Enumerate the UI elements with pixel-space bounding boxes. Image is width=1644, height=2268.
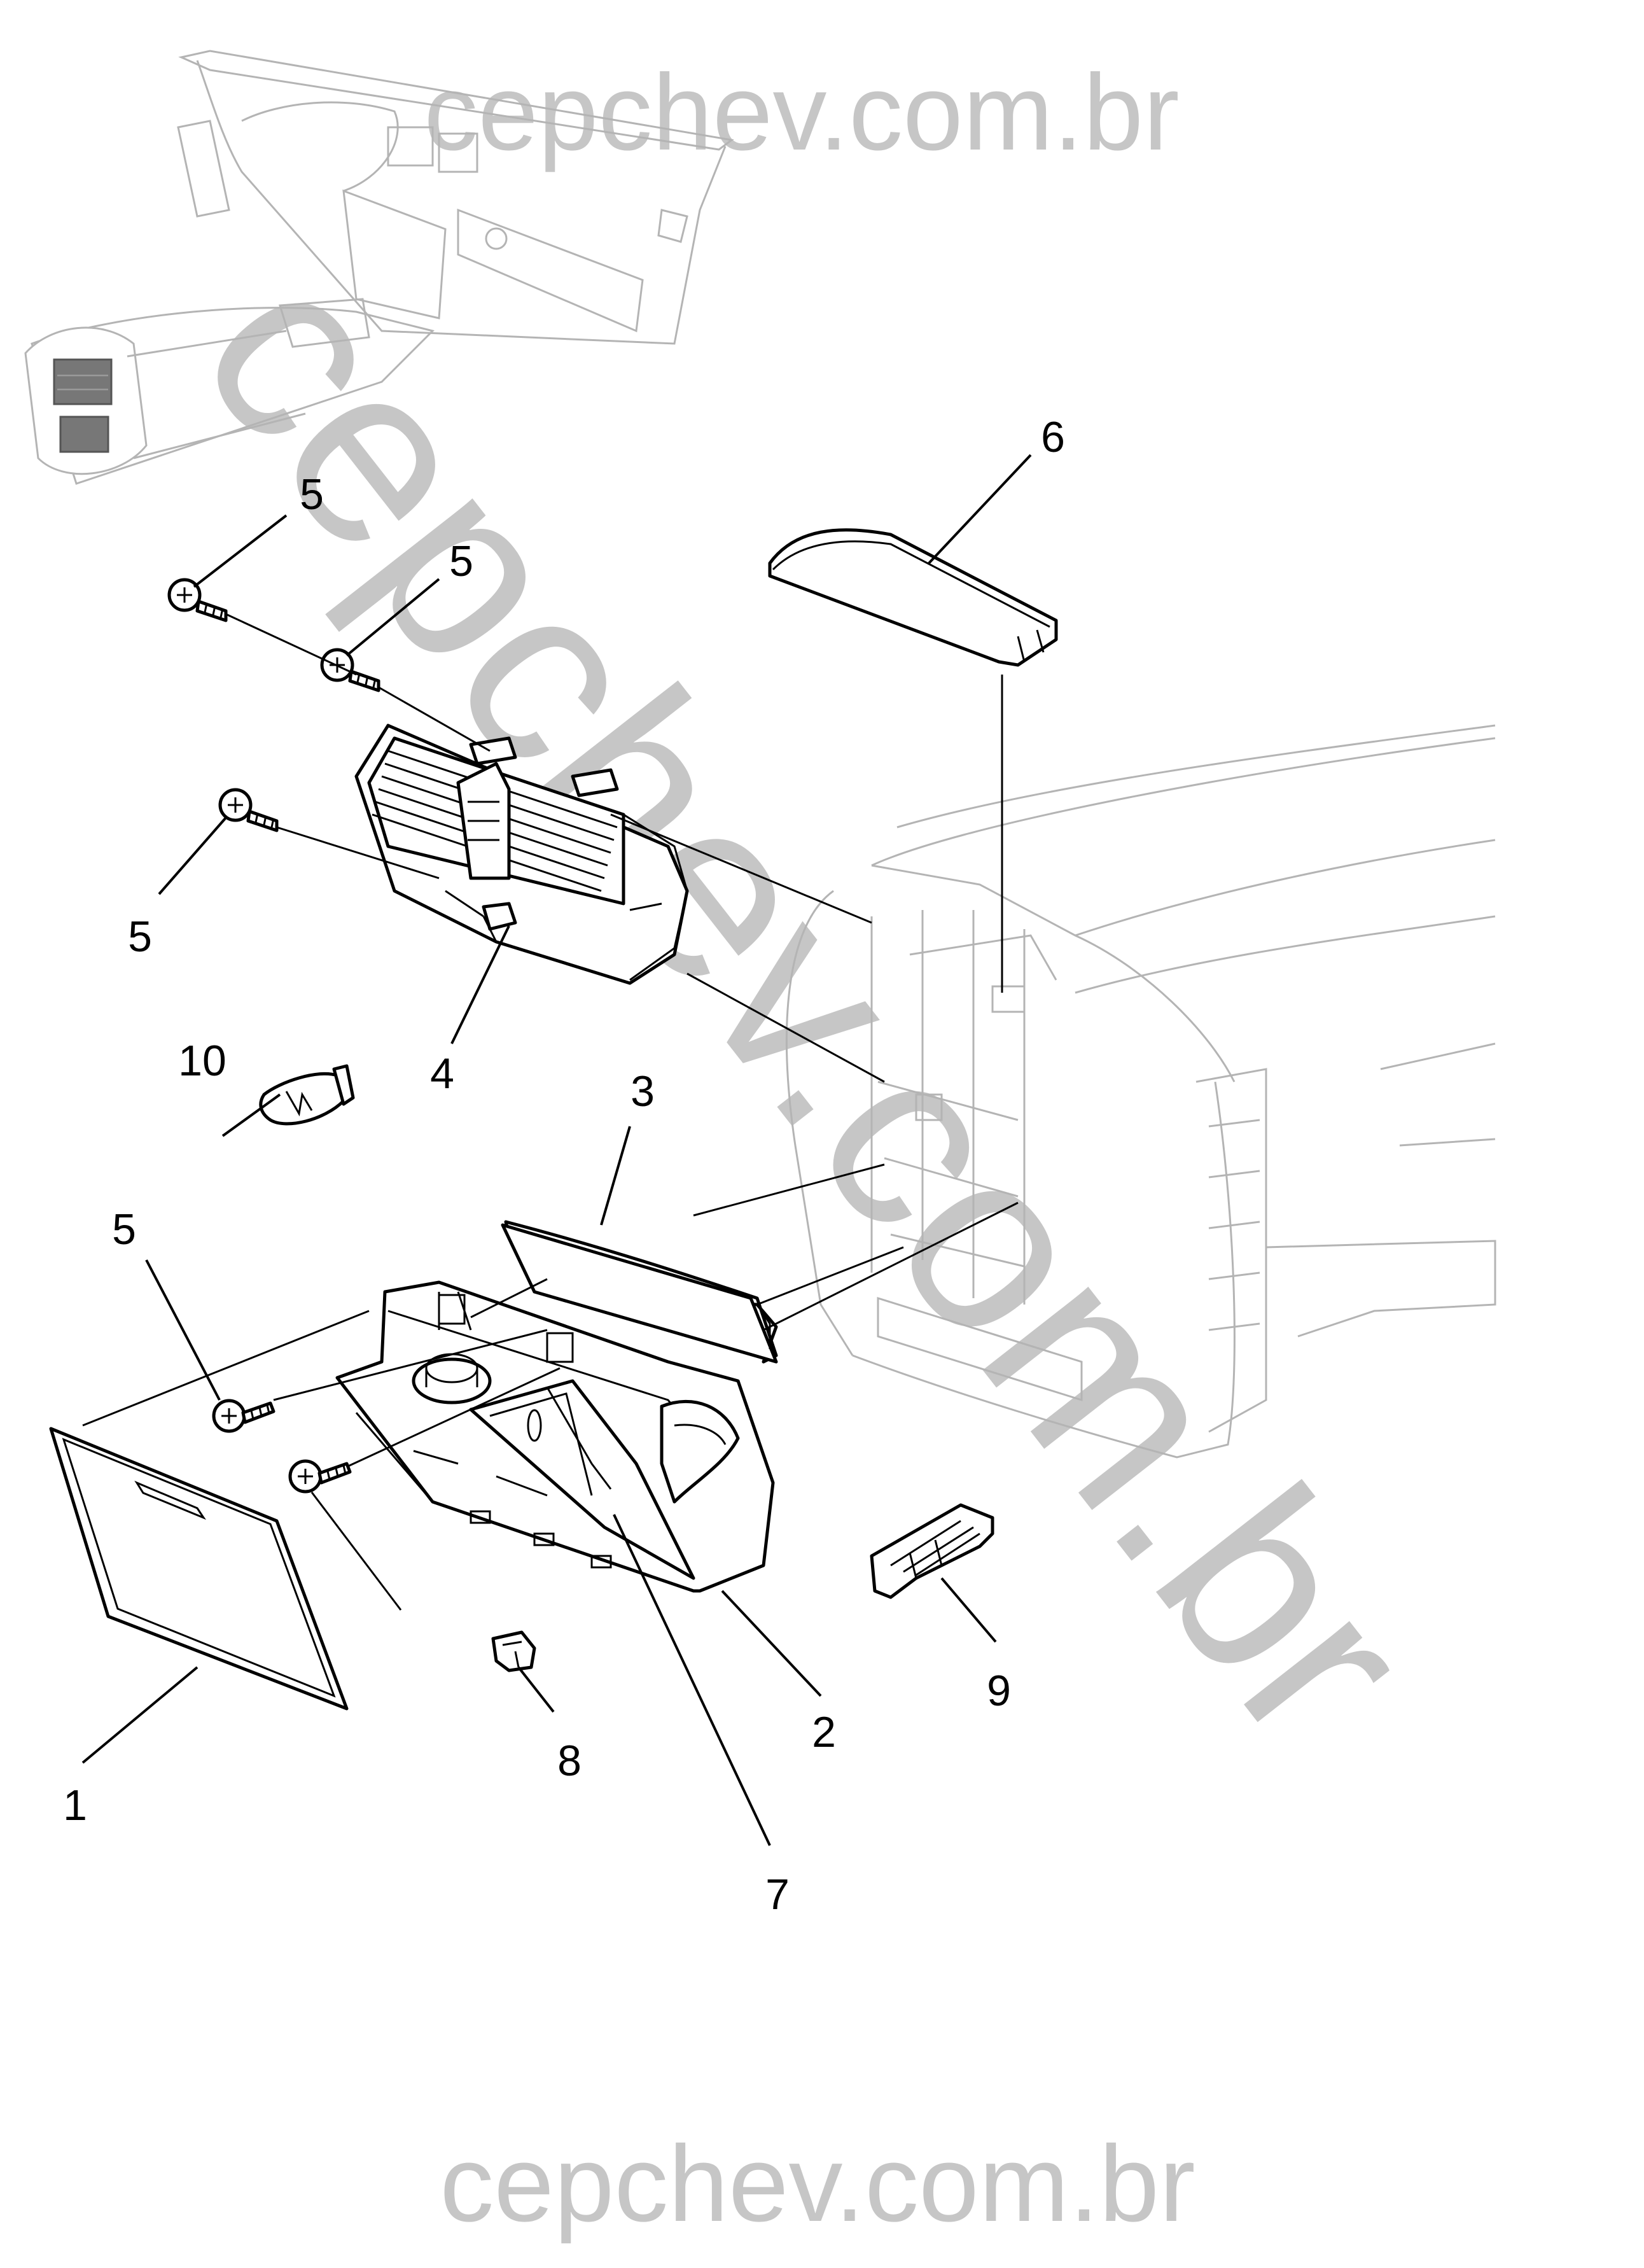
leader-lines [81,454,1032,1846]
watermark-bottom: cepchev.com.br [440,2124,1195,2244]
callout-5a: 5 [300,470,324,519]
callout-5c: 5 [128,913,152,961]
screw-4 [212,1399,275,1433]
trim-bezel [501,1220,778,1364]
top-trim-strip [768,528,1058,667]
bulb [259,1064,355,1126]
console-body-context [786,724,1496,1459]
screw-1 [167,578,228,622]
watermark-diagonal: cepchev.com.br [147,214,1466,1791]
callout-4: 4 [430,1049,454,1098]
assembly-lines [82,613,1019,1611]
callout-6: 6 [1041,413,1065,461]
callout-2: 2 [812,1708,836,1756]
callout-8: 8 [557,1737,582,1785]
screw-5 [288,1459,352,1494]
air-vent-assembly [354,724,689,985]
callout-9: 9 [987,1667,1011,1715]
compartment-insert [546,1387,612,1490]
dashboard-context-view [24,50,734,485]
lid-panel [49,1427,349,1711]
latch [870,1503,994,1599]
callout-labels: 1 2 3 4 5 5 5 5 6 7 8 9 10 [63,413,1065,1919]
callout-7: 7 [765,1870,790,1919]
callout-5b: 5 [449,537,473,585]
callout-10: 10 [178,1037,226,1085]
watermark-top: cepchev.com.br [424,52,1179,173]
callout-5d: 5 [112,1205,136,1254]
storage-compartment [335,1280,775,1593]
clip [491,1630,536,1672]
callout-1: 1 [63,1781,87,1830]
callout-3: 3 [630,1067,655,1116]
screw-3 [218,788,279,832]
